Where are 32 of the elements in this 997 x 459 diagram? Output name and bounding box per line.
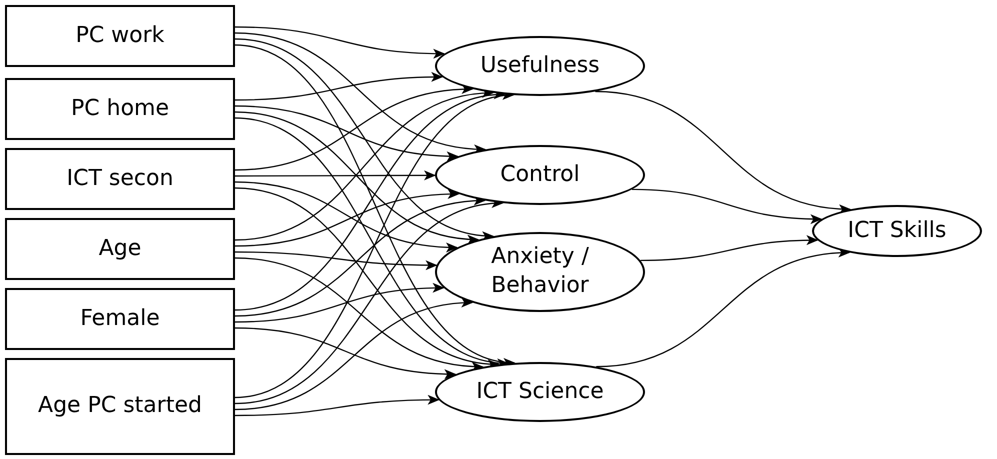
arrow (234, 298, 474, 410)
arrow (234, 84, 474, 171)
construct-ellipse: Control (435, 145, 645, 205)
arrow (234, 105, 459, 161)
variable-box: Age (5, 218, 235, 280)
arrow (632, 188, 822, 224)
arrow (234, 111, 480, 244)
arrow (234, 189, 460, 247)
construct-ellipse: Usefulness (435, 36, 645, 96)
construct-ellipse: ICT Skills (812, 205, 982, 257)
arrow (235, 251, 438, 270)
construct-ellipse: ICT Science (435, 362, 645, 422)
arrow (234, 32, 486, 154)
construct-ellipse: Anxiety / Behavior (435, 232, 645, 312)
arrow (235, 394, 440, 416)
arrow (596, 248, 850, 368)
variable-box: ICT secon (5, 148, 235, 210)
arrow (234, 196, 486, 317)
variable-box: Age PC started (5, 358, 235, 455)
arrow (595, 90, 852, 214)
arrow (234, 72, 444, 101)
arrow (234, 257, 484, 372)
arrow (234, 26, 446, 58)
arrow (234, 181, 458, 252)
arrow (640, 235, 818, 262)
variable-box: PC work (5, 5, 235, 67)
arrow (234, 327, 456, 379)
arrow (234, 283, 445, 323)
variable-box: Female (5, 288, 235, 350)
variable-box: PC home (5, 78, 235, 140)
arrow (234, 38, 494, 240)
arrow (235, 170, 436, 180)
